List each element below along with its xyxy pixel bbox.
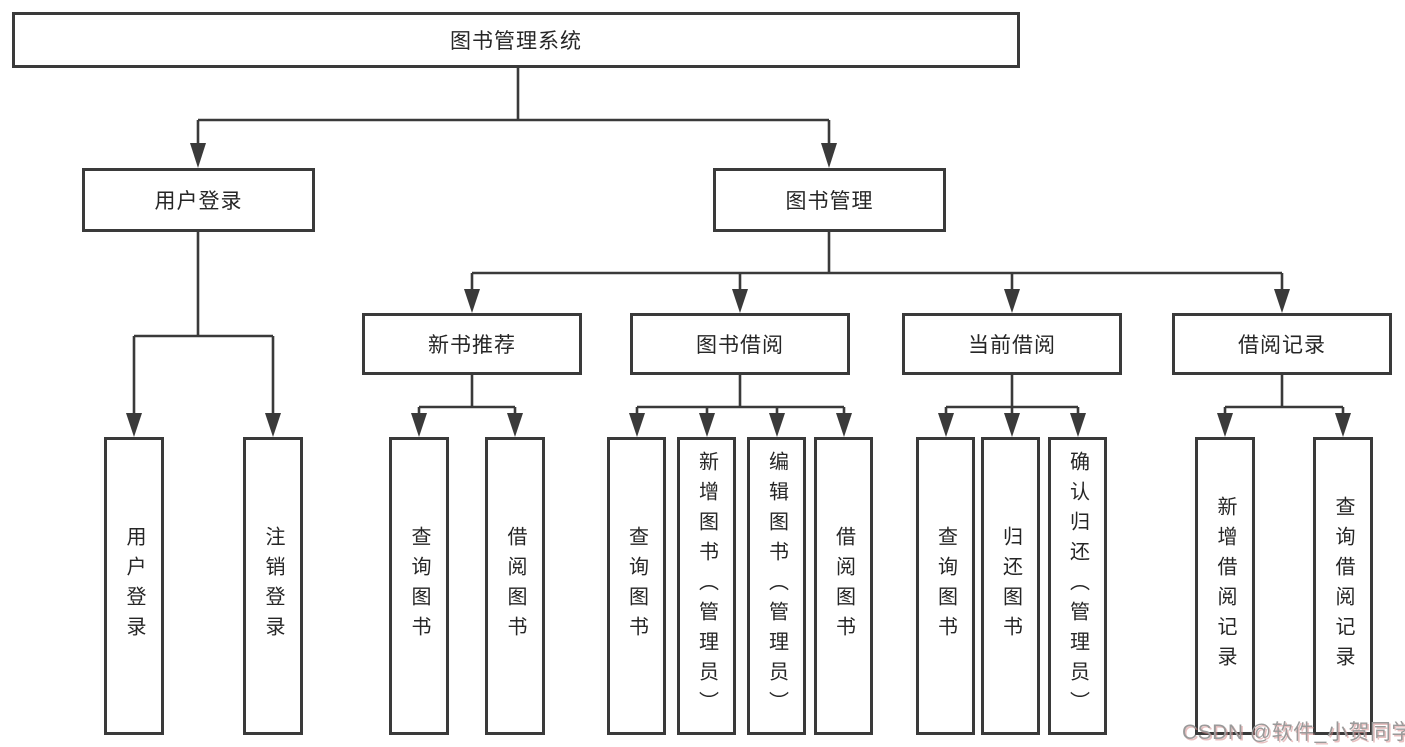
node-book-borrow: 图书借阅 <box>630 313 850 375</box>
csdn-watermark: CSDN @软件_小贺同学 <box>1182 721 1405 744</box>
leaf-edit-books-admin: 编辑图书（管理员） <box>747 437 806 735</box>
node-book-management: 图书管理 <box>713 168 946 232</box>
leaf-borrow-books: 借阅图书 <box>814 437 873 735</box>
leaf-user-login: 用户登录 <box>104 437 164 735</box>
leaf-borrow-query-books: 查询图书 <box>607 437 666 735</box>
leaf-add-borrow-record: 新增借阅记录 <box>1195 437 1255 735</box>
leaf-logout: 注销登录 <box>243 437 303 735</box>
leaf-confirm-return-admin: 确认归还（管理员） <box>1048 437 1107 735</box>
leaf-return-books: 归还图书 <box>981 437 1040 735</box>
node-new-book-recommend: 新书推荐 <box>362 313 582 375</box>
leaf-current-query-books: 查询图书 <box>916 437 975 735</box>
node-library-system-root: 图书管理系统 <box>12 12 1020 68</box>
node-current-borrow: 当前借阅 <box>902 313 1122 375</box>
leaf-query-borrow-record: 查询借阅记录 <box>1313 437 1373 735</box>
leaf-add-books-admin: 新增图书（管理员） <box>677 437 736 735</box>
node-borrow-records: 借阅记录 <box>1172 313 1392 375</box>
node-user-login: 用户登录 <box>82 168 315 232</box>
leaf-recommend-query-books: 查询图书 <box>389 437 449 735</box>
leaf-recommend-borrow-books: 借阅图书 <box>485 437 545 735</box>
